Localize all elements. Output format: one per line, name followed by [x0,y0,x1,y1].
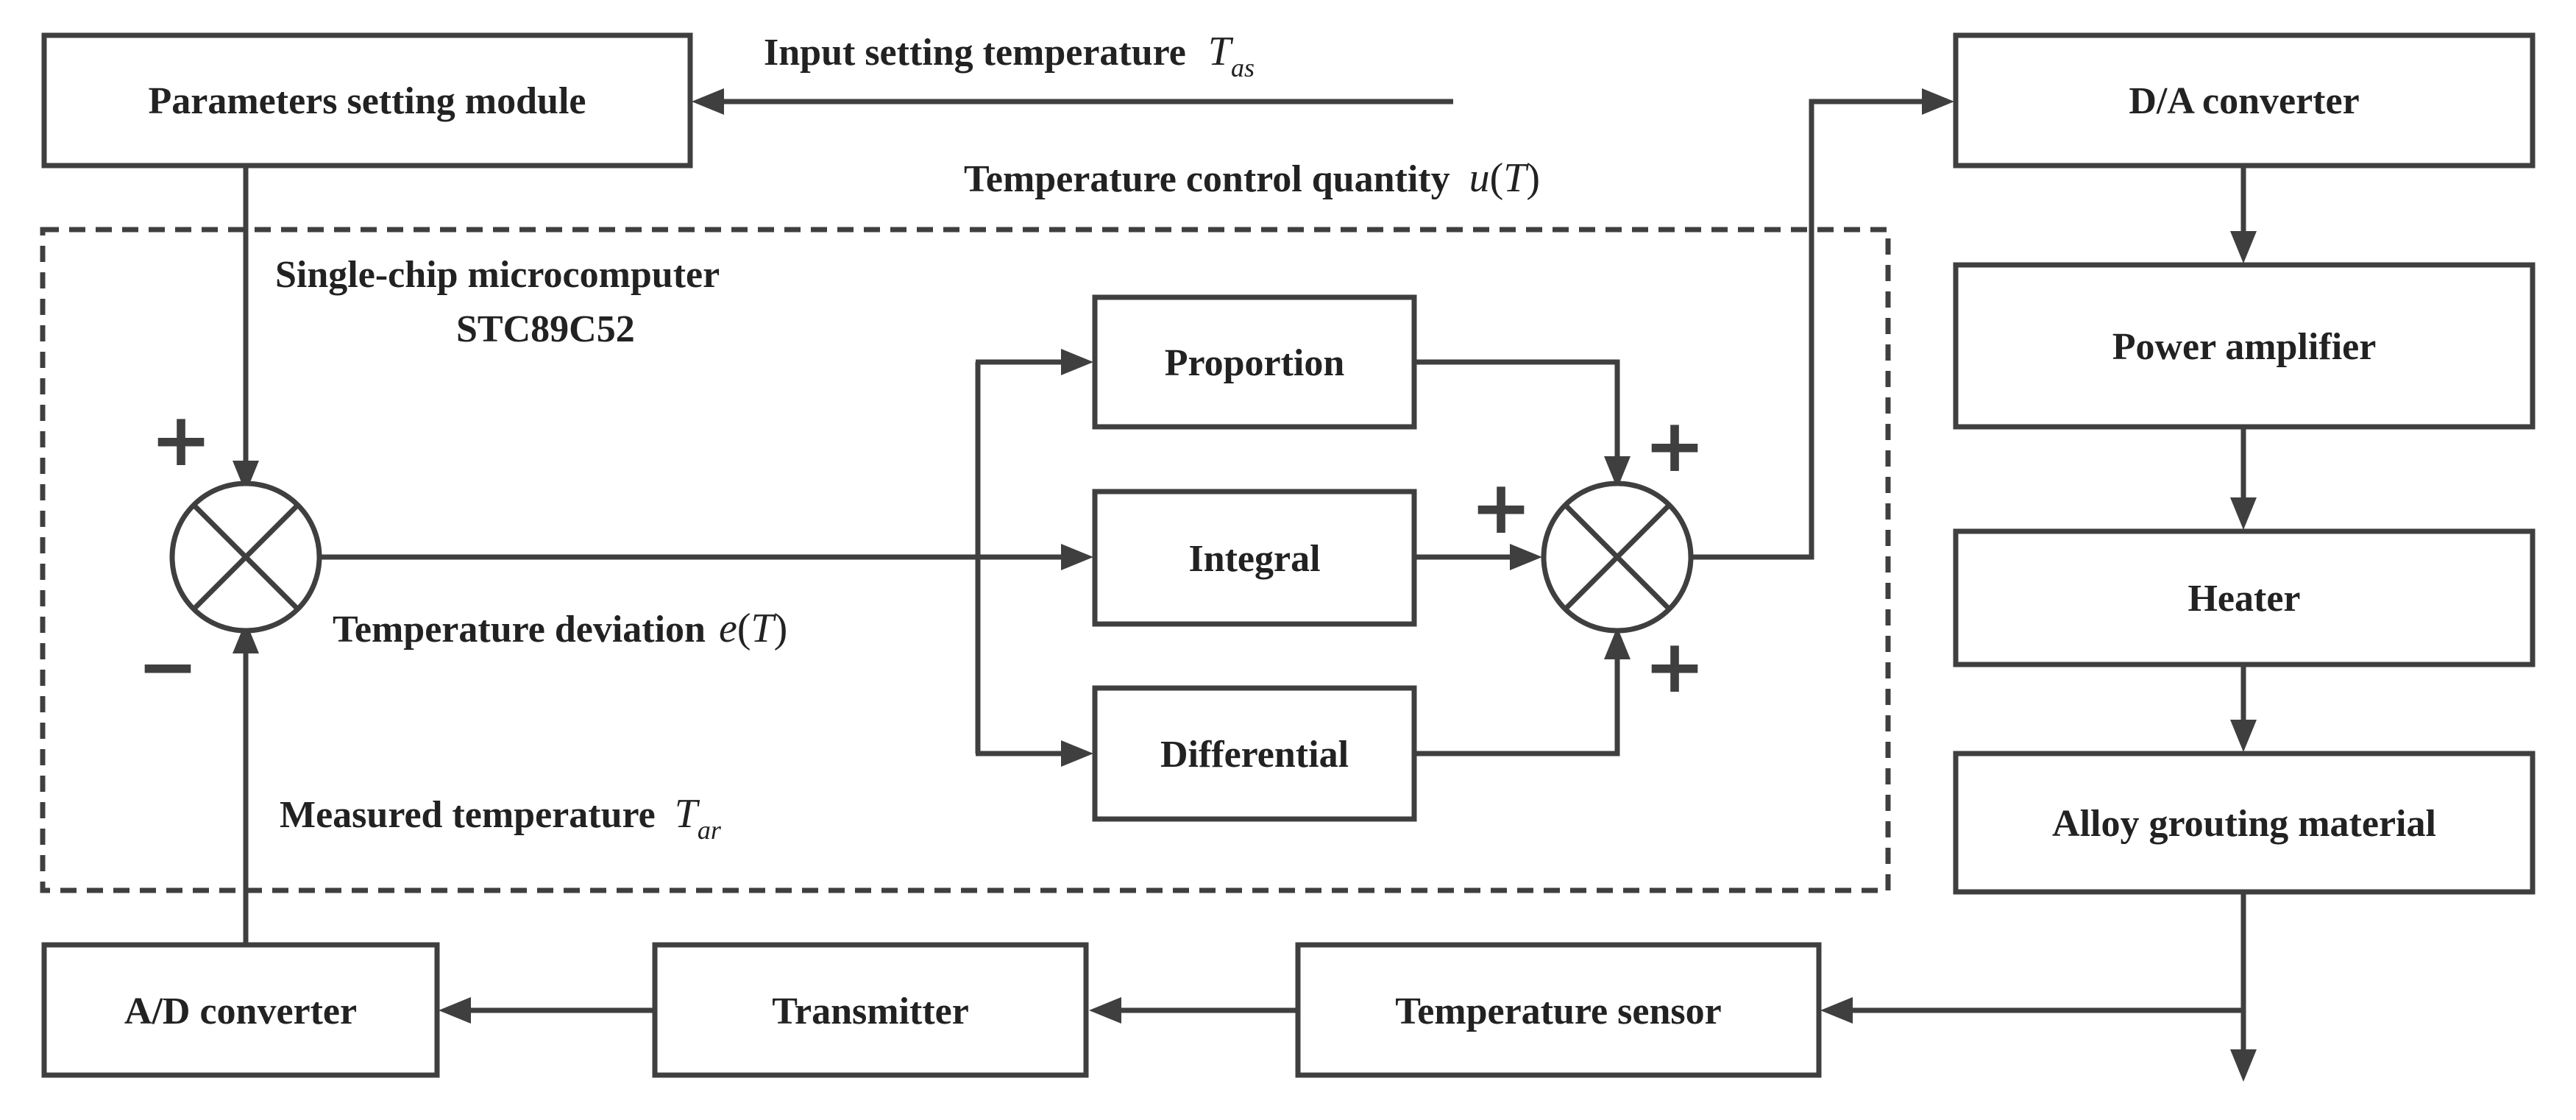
alloy-grouting-material-block: Alloy grouting material [1953,751,2536,895]
microcomputer-label: Single-chip microcomputer [275,254,720,296]
temperature-sensor-block: Temperature sensor [1295,942,1822,1078]
da-converter-label: D/A converter [2129,80,2359,122]
wire-control-quantity [1692,99,1922,560]
sign-plus-setpoint: + [150,397,212,483]
transmitter-block: Transmitter [652,942,1089,1078]
arrowhead-to-ad [439,997,471,1024]
ad-converter-label: A/D converter [124,990,357,1032]
arrowhead-differential-to-sum2 [1604,627,1631,659]
parameters-setting-module: Parameters setting module [41,32,693,169]
ad-converter-block: A/D converter [41,942,440,1078]
arrowhead-power-to-heater [2230,497,2257,530]
proportion-block: Proportion [1092,294,1417,430]
arrowhead-to-differential [1061,740,1093,767]
sign-plus-proportion: + [1644,403,1706,489]
sign-plus-integral: + [1470,464,1532,550]
da-converter-block: D/A converter [1953,32,2536,169]
arrowhead-to-proportion [1061,349,1093,375]
integral-block: Integral [1092,489,1417,627]
arrowhead-integral-to-sum2 [1510,544,1542,570]
temperature-sensor-label: Temperature sensor [1395,990,1721,1032]
summing-junction-pid [1541,481,1694,634]
microcomputer-model-label: STC89C52 [456,308,635,350]
power-amplifier-label: Power amplifier [2112,326,2377,368]
summing-junction-error [169,481,322,634]
arrowhead-to-integral [1061,544,1093,570]
microcomputer-boundary [40,227,1891,893]
arrowhead-to-da [1922,88,1954,115]
arrowhead-params-to-sum1 [233,461,259,493]
arrowhead-to-sensor [1820,997,1853,1024]
heater-block: Heater [1953,528,2536,667]
arrowhead-da-to-power [2230,231,2257,263]
integral-label: Integral [1188,538,1320,580]
arrowhead-alloy-output [2230,1049,2257,1082]
arrowhead-heater-to-alloy [2230,720,2257,752]
wire-proportion-to-sum2 [1414,359,1620,456]
parameters-setting-module-label: Parameters setting module [149,80,586,122]
arrowhead-input-setting [692,88,724,115]
wire-differential-to-sum2 [1414,659,1620,756]
proportion-label: Proportion [1165,342,1345,384]
alloy-grouting-material-label: Alloy grouting material [2052,803,2436,845]
sign-minus-feedback: − [137,623,199,709]
transmitter-label: Transmitter [772,990,969,1032]
arrowhead-proportion-to-sum2 [1604,456,1631,489]
differential-block: Differential [1092,685,1417,822]
arrowhead-ad-to-sum1 [233,621,259,653]
power-amplifier-block: Power amplifier [1953,262,2536,430]
heater-label: Heater [2188,578,2300,620]
sign-plus-differential: + [1644,623,1706,709]
arrowhead-to-transmitter [1089,997,1121,1024]
differential-label: Differential [1160,734,1349,776]
